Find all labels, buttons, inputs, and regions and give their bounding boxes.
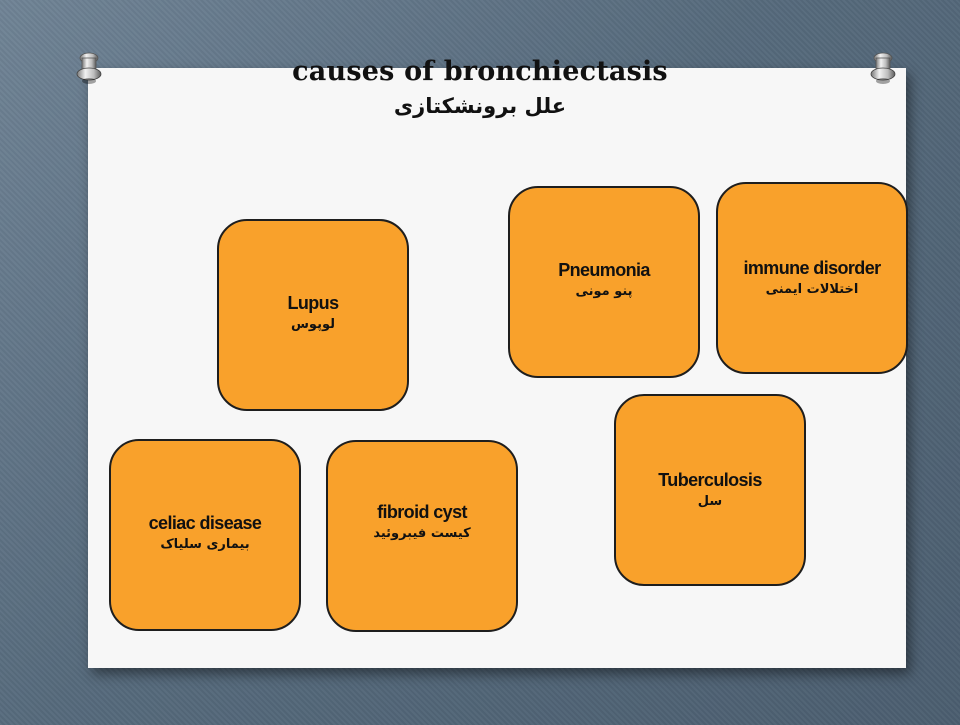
- cause-label-en: immune disorder: [743, 258, 881, 278]
- pushpin-right-icon: [870, 52, 896, 84]
- cause-label-en: Tuberculosis: [658, 470, 762, 490]
- cause-label-fa: پنو مونی: [575, 284, 633, 299]
- cause-label-en: Lupus: [287, 293, 340, 313]
- cause-label-fa: اختلالات ایمنی: [765, 282, 859, 297]
- slide-title: causes of bronchiectasis: [292, 56, 668, 87]
- cause-box-tuberculosis: Tuberculosis سل: [614, 394, 806, 586]
- cause-box-lupus: Lupus لوپوس: [217, 219, 409, 411]
- cause-label-fa: لوپوس: [290, 317, 335, 332]
- cause-label-fa: کیست فیبروئید: [373, 526, 471, 541]
- cause-label-fa: سل: [697, 494, 723, 509]
- cause-box-immune-disorder: immune disorder اختلالات ایمنی: [716, 182, 908, 374]
- cause-label-en: fibroid cyst: [377, 502, 467, 522]
- cause-box-pneumonia: Pneumonia پنو مونی: [508, 186, 700, 378]
- cause-box-celiac-disease: celiac disease بیماری سلیاک: [109, 439, 301, 631]
- pushpin-left-icon: [76, 52, 102, 84]
- cause-label-en: Pneumonia: [558, 260, 650, 280]
- cause-box-fibroid-cyst: fibroid cyst کیست فیبروئید: [326, 440, 518, 632]
- slide-subtitle: علل برونشکتازی: [393, 94, 567, 118]
- cause-label-fa: بیماری سلیاک: [160, 537, 250, 552]
- cause-label-en: celiac disease: [148, 513, 262, 533]
